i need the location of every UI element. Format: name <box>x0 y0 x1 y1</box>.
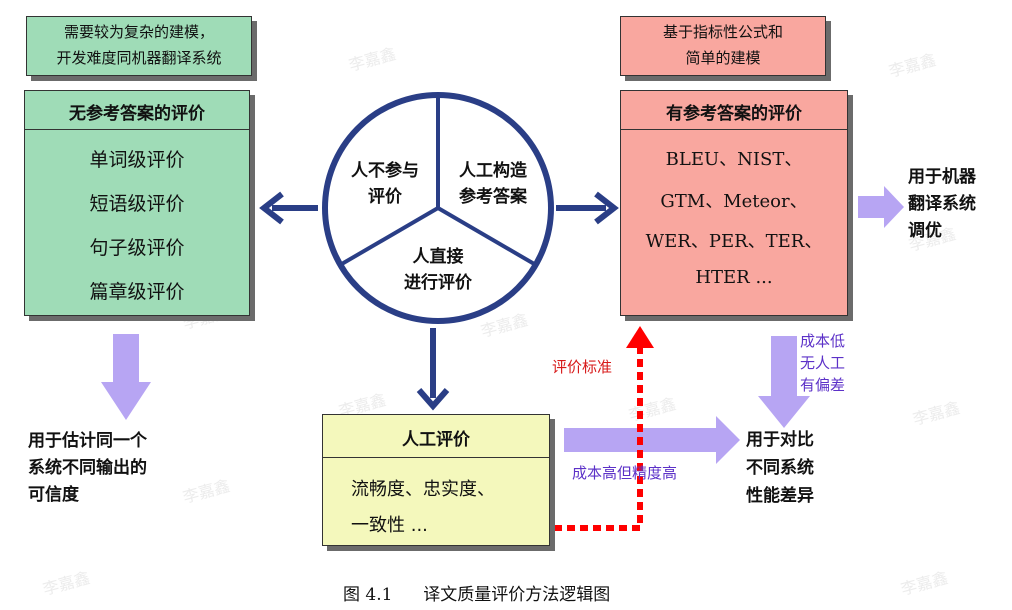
note-line: 简单的建模 <box>685 49 761 67</box>
note-line: 基于指标性公式和 <box>662 23 783 41</box>
arrow-to-left-box <box>259 191 318 225</box>
reference-evaluation-box: 有参考答案的评价 BLEU、NIST、 GTM、Meteor、 WER、PER、… <box>620 90 848 316</box>
metric-line: GTM、Meteor、 <box>660 191 808 212</box>
outcome-line: 系统不同输出的 <box>28 458 147 478</box>
segment-no-human: 人不参与 评价 <box>330 158 440 210</box>
segment-line: 人直接 <box>412 247 464 267</box>
label-line: 无人工 <box>800 354 846 372</box>
segment-line: 进行评价 <box>404 273 472 293</box>
human-evaluation-box: 人工评价 流畅度、忠实度、 一致性 ... <box>322 414 550 546</box>
note-line: 需要较为复杂的建模， <box>63 23 214 41</box>
title-divider <box>25 129 249 130</box>
arrow-right-down <box>758 336 810 428</box>
high-cost-label: 成本高但精度高 <box>572 464 678 482</box>
arrow-bottom-right <box>564 416 740 464</box>
criteria-line: 流畅度、忠实度、 <box>351 479 495 500</box>
complex-modeling-note: 需要较为复杂的建模， 开发难度同机器翻译系统 <box>26 16 252 76</box>
arrow-right-top <box>858 186 904 228</box>
box-title: 无参考答案的评价 <box>69 104 205 124</box>
note-line: 开发难度同机器翻译系统 <box>56 49 222 67</box>
metric-line: HTER ... <box>695 267 773 288</box>
outcome-line: 不同系统 <box>746 458 814 478</box>
list-item: 句子级评价 <box>89 237 185 259</box>
outcome-line: 用于机器 <box>908 167 976 187</box>
outcome-line: 性能差异 <box>746 486 814 506</box>
metric-line: WER、PER、TER、 <box>645 231 823 252</box>
segment-human-direct: 人直接 进行评价 <box>380 244 496 296</box>
segment-line: 人不参与 <box>351 161 419 181</box>
outcome-line: 调优 <box>908 221 942 241</box>
criterion-label: 评价标准 <box>552 358 613 376</box>
segment-line: 参考答案 <box>459 187 527 207</box>
outcome-line: 用于对比 <box>746 430 814 450</box>
segment-line: 评价 <box>368 187 402 207</box>
metric-line: BLEU、NIST、 <box>665 149 803 170</box>
list-item: 单词级评价 <box>89 149 185 171</box>
segment-human-reference: 人工构造 参考答案 <box>438 158 548 210</box>
red-dashed-arrow <box>554 326 654 531</box>
method-circle <box>322 92 554 324</box>
title-divider <box>323 457 549 458</box>
list-item: 篇章级评价 <box>89 281 185 303</box>
simple-modeling-note: 基于指标性公式和 简单的建模 <box>620 16 826 76</box>
outcome-line: 翻译系统 <box>908 194 976 214</box>
label-line: 有偏差 <box>800 376 846 394</box>
title-divider <box>621 129 847 130</box>
figure-title: 译文质量评价方法逻辑图 <box>423 585 611 605</box>
figure-caption: 图 4.1 译文质量评价方法逻辑图 <box>343 580 610 605</box>
outcome-confidence: 用于估计同一个 系统不同输出的 可信度 <box>28 428 147 509</box>
arrow-to-bottom-box <box>416 328 450 411</box>
outcome-line: 可信度 <box>28 485 79 505</box>
low-cost-label: 成本低 无人工 有偏差 <box>800 330 845 396</box>
outcome-comparison: 用于对比 不同系统 性能差异 <box>746 426 814 510</box>
arrow-to-right-box <box>556 191 619 225</box>
box-title: 人工评价 <box>402 430 470 450</box>
criteria-line: 一致性 ... <box>351 515 428 536</box>
no-reference-evaluation-box: 无参考答案的评价 单词级评价 短语级评价 句子级评价 篇章级评价 <box>24 90 250 316</box>
segment-line: 人工构造 <box>459 161 527 181</box>
arrow-left-down <box>101 334 151 420</box>
outcome-tuning: 用于机器 翻译系统 调优 <box>908 164 976 245</box>
outcome-line: 用于估计同一个 <box>28 431 147 451</box>
list-item: 短语级评价 <box>89 193 185 215</box>
figure-number: 图 4.1 <box>343 585 393 605</box>
box-title: 有参考答案的评价 <box>666 104 802 124</box>
label-line: 成本低 <box>800 332 846 350</box>
